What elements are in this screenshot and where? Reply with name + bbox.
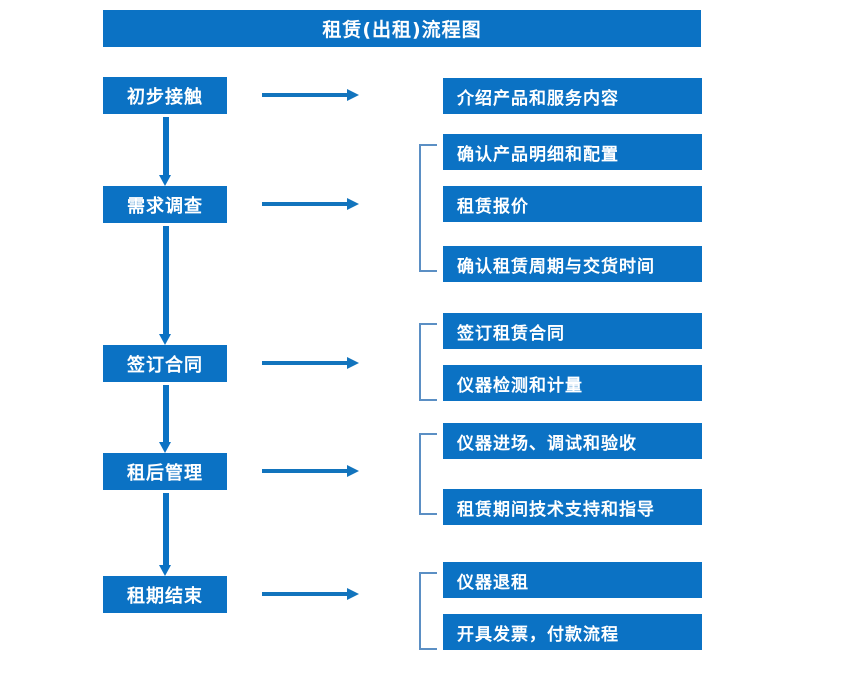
arrow-shaft	[163, 385, 169, 442]
arrow-head	[347, 357, 359, 369]
arrow-head	[347, 198, 359, 210]
detail-box-确认租赁周期与交货时间[interactable]: 确认租赁周期与交货时间	[443, 246, 702, 282]
arrow-head	[347, 465, 359, 477]
detail-box-租赁报价[interactable]: 租赁报价	[443, 186, 702, 222]
right-arrow-icon	[262, 198, 359, 210]
down-arrow-icon	[159, 493, 172, 576]
right-arrow-icon	[262, 357, 359, 369]
group-bracket-icon	[419, 572, 437, 650]
group-bracket-icon	[419, 144, 437, 272]
arrow-shaft	[262, 202, 348, 206]
arrow-shaft	[262, 93, 348, 97]
right-arrow-icon	[262, 465, 359, 477]
stage-box-租后管理[interactable]: 租后管理	[103, 453, 227, 490]
arrow-shaft	[163, 493, 169, 565]
down-arrow-icon	[159, 117, 172, 186]
arrow-head	[159, 565, 171, 576]
arrow-shaft	[163, 226, 169, 334]
detail-box-仪器进场调试和验收[interactable]: 仪器进场、调试和验收	[443, 423, 702, 459]
arrow-head	[159, 442, 171, 453]
stage-box-需求调查[interactable]: 需求调查	[103, 186, 227, 223]
down-arrow-icon	[159, 226, 172, 345]
arrow-shaft	[262, 592, 348, 596]
stage-box-签订合同[interactable]: 签订合同	[103, 345, 227, 382]
group-bracket-icon	[419, 323, 437, 401]
group-bracket-icon	[419, 433, 437, 515]
arrow-head	[159, 175, 171, 186]
detail-box-介绍产品和服务内容[interactable]: 介绍产品和服务内容	[443, 78, 702, 114]
arrow-head	[347, 588, 359, 600]
detail-box-租赁期间技术支持和指导[interactable]: 租赁期间技术支持和指导	[443, 489, 702, 525]
arrow-shaft	[262, 469, 348, 473]
arrow-shaft	[262, 361, 348, 365]
down-arrow-icon	[159, 385, 172, 453]
page-title: 租赁(出租)流程图	[103, 10, 701, 47]
detail-box-仪器检测和计量[interactable]: 仪器检测和计量	[443, 365, 702, 401]
detail-box-开具发票付款流程[interactable]: 开具发票，付款流程	[443, 614, 702, 650]
detail-box-签订租赁合同[interactable]: 签订租赁合同	[443, 313, 702, 349]
arrow-shaft	[163, 117, 169, 175]
detail-box-确认产品明细和配置[interactable]: 确认产品明细和配置	[443, 134, 702, 170]
stage-box-租期结束[interactable]: 租期结束	[103, 576, 227, 613]
arrow-head	[159, 334, 171, 345]
right-arrow-icon	[262, 89, 359, 101]
stage-box-初步接触[interactable]: 初步接触	[103, 77, 227, 114]
arrow-head	[347, 89, 359, 101]
detail-box-仪器退租[interactable]: 仪器退租	[443, 562, 702, 598]
right-arrow-icon	[262, 588, 359, 600]
